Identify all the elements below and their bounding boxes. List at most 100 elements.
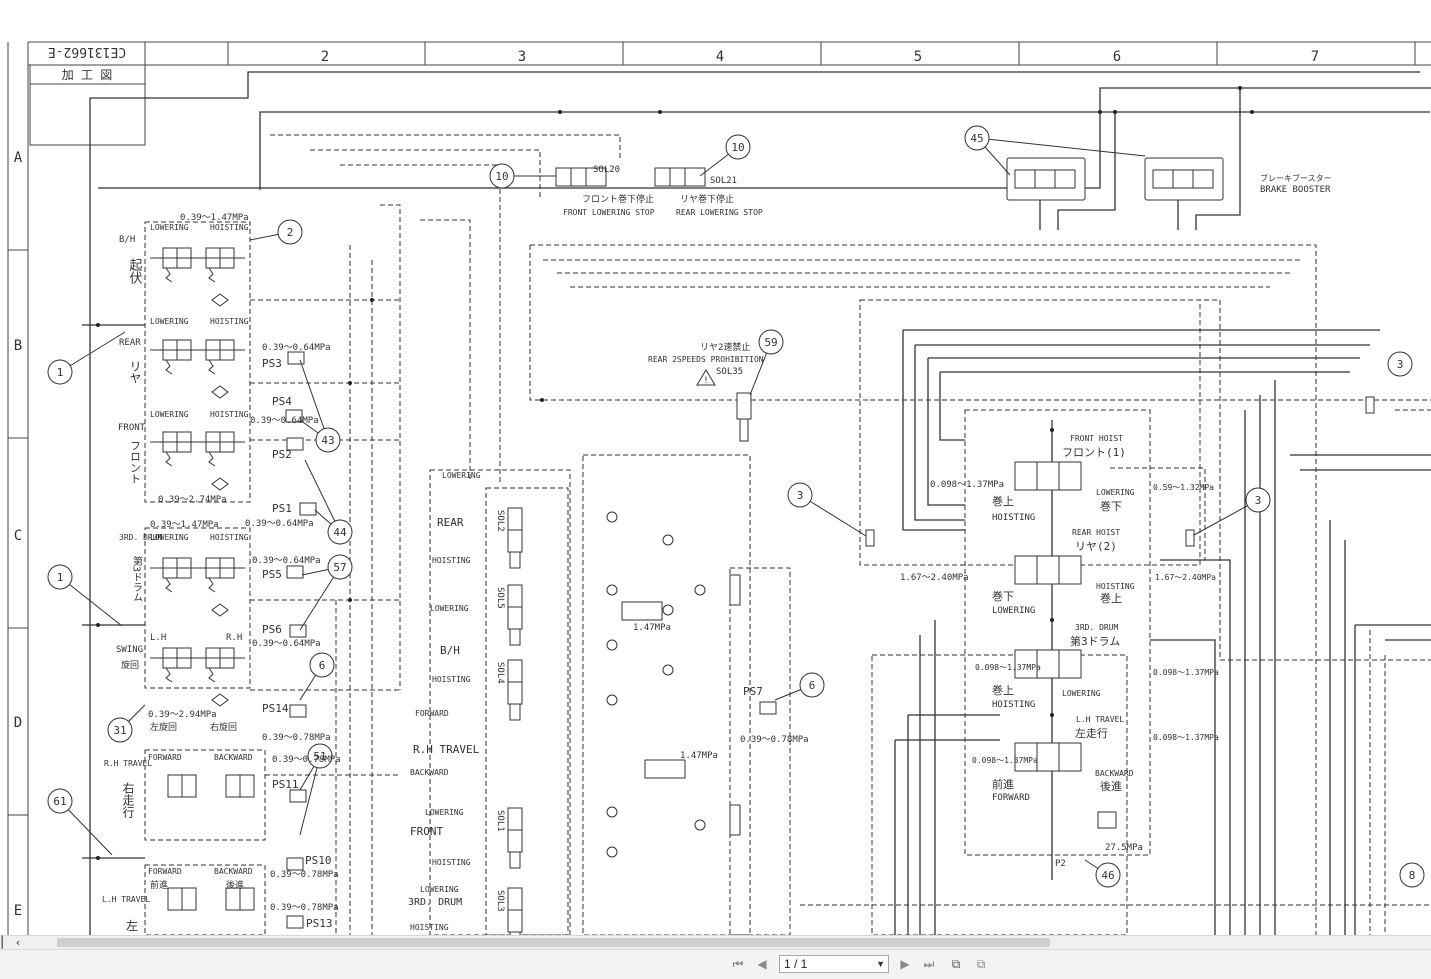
forward-label-3: FORWARD <box>992 793 1030 803</box>
ps14-label: PS14 <box>262 702 289 715</box>
spring <box>165 267 173 283</box>
scroll-left-edge-icon[interactable]: ▏ <box>1 936 11 949</box>
p064-label-5: 0.39～0.64MPa <box>252 639 321 649</box>
callout-number: 57 <box>333 561 346 574</box>
callout-circle <box>725 134 751 160</box>
check-valve <box>606 511 618 523</box>
rear2-jp-label: リヤ2速禁止 <box>700 341 750 353</box>
sol35-label: SOL35 <box>716 367 743 377</box>
row-marker: B <box>14 338 22 354</box>
callout-circle <box>1399 862 1425 888</box>
next-page-icon[interactable]: ▶ <box>900 957 910 971</box>
ps3-label: PS3 <box>262 357 282 370</box>
solenoid-label: SOL5 <box>495 587 505 609</box>
callout-circle <box>107 717 133 743</box>
callout-leader <box>59 331 126 373</box>
callout-circle <box>489 163 515 189</box>
p147-label: 0.39～1.47MPa <box>180 213 249 223</box>
column-marker: 3 <box>518 49 526 65</box>
solenoid-label: SOL1 <box>495 810 505 832</box>
p078-label-3: 0.39～0.78MPa <box>270 870 339 880</box>
bwd-jp-label: 後進 <box>226 879 244 891</box>
solenoid-label: SOL3 <box>495 890 505 912</box>
front-hoist-label: FRONT HOIST <box>1070 434 1123 443</box>
pressure-switch <box>289 704 307 718</box>
page-number-select[interactable]: 1 / 1 ▼ <box>779 955 889 973</box>
p064-label-2: 0.39～0.64MPa <box>250 416 319 426</box>
lh-travel2-jp: 左走行 <box>1075 727 1108 740</box>
callout-number: 44 <box>333 526 347 539</box>
shuttle-valve <box>211 293 229 307</box>
lowering-label-2: LOWERING <box>150 317 189 326</box>
hoisting-label-2: HOISTING <box>210 317 249 326</box>
pressure-switch <box>285 409 303 423</box>
check-valve <box>606 584 618 596</box>
solenoid-valve <box>507 681 523 705</box>
p275-label: 27.5MPa <box>1105 843 1143 853</box>
p274-label: 0.39～2.74MPa <box>158 495 227 505</box>
row-marker: D <box>14 715 22 731</box>
drum3-block-label: 3RD. DRUM <box>408 897 462 908</box>
pressure-switch <box>289 624 307 638</box>
callout-circle <box>307 743 333 769</box>
hoisting-label-7: HOISTING <box>992 700 1035 710</box>
p240-label-1: 1.67～2.40MPa <box>900 573 969 583</box>
junction-dot <box>96 856 100 860</box>
spring <box>208 667 216 683</box>
swing-jp-label: 旋回 <box>121 659 139 671</box>
page-number-value: 1 / 1 <box>784 957 808 971</box>
ps6-label: PS6 <box>262 623 282 636</box>
junction-dot <box>658 110 662 114</box>
prev-page-icon[interactable]: ◀ <box>757 957 767 971</box>
callout-circle <box>277 219 303 245</box>
fit-page-icon[interactable]: ⧉ <box>951 957 961 971</box>
brake-jp-label: ブレーキブースター <box>1260 173 1332 183</box>
spring <box>208 451 216 467</box>
spring <box>165 451 173 467</box>
callout-number: 3 <box>1255 494 1262 507</box>
callout-circle <box>315 427 341 453</box>
callout-number: 45 <box>970 132 983 145</box>
solenoid-coil <box>509 931 521 935</box>
check-valve <box>694 819 706 831</box>
callout-circle <box>787 482 813 508</box>
scroll-left-icon[interactable]: ‹ <box>15 936 21 949</box>
brake-label: BRAKE BOOSTER <box>1260 185 1331 195</box>
p078-label-1: 0.39～0.78MPa <box>262 733 331 743</box>
p064-label-3: 0.39～0.64MPa <box>245 519 314 529</box>
callout-leader <box>976 137 1146 157</box>
callout-leader <box>304 459 341 533</box>
left-turn-label: 左旋回 <box>150 721 177 733</box>
rear-jp-label: リヤ <box>128 360 142 384</box>
callout-circle <box>758 329 784 355</box>
scrollbar-thumb[interactable] <box>57 938 1050 947</box>
solenoid-coil <box>509 628 521 646</box>
lowering-label-5: LOWERING <box>1096 488 1135 497</box>
rear-hoist-label: REAR HOIST <box>1072 528 1120 537</box>
horizontal-scrollbar[interactable]: ▏ ‹ <box>0 935 1431 950</box>
front-stop-label: FRONT LOWERING STOP <box>563 208 655 217</box>
column-marker: 2 <box>321 49 329 65</box>
fit-width-icon[interactable]: ⧉ <box>976 957 986 971</box>
forward-block: FORWARD <box>415 709 449 718</box>
first-page-icon[interactable]: ⏮ <box>732 957 744 971</box>
solenoid-valve <box>507 584 523 608</box>
column-marker: 4 <box>716 49 724 65</box>
callout-number: 46 <box>1101 869 1114 882</box>
fwd-jp-label-2: 前進 <box>992 777 1014 791</box>
shuttle-valve <box>211 693 229 707</box>
junction-dot <box>348 598 352 602</box>
right-turn-label: 右旋回 <box>210 721 237 733</box>
p147b-label-1: 1.47MPa <box>633 623 671 633</box>
drawing-number: CE131662-E <box>48 44 126 59</box>
check-valve <box>662 604 674 616</box>
bh-block-label: B/H <box>440 644 460 657</box>
column-marker: 6 <box>1113 49 1121 65</box>
last-page-icon[interactable]: ⏭ <box>923 957 935 971</box>
rh-label: R.H <box>226 633 242 643</box>
hoisting-block-2: HOISTING <box>432 675 471 684</box>
callout-circle <box>47 564 73 590</box>
fwd-jp-label: 前進 <box>150 879 168 891</box>
front-hoist-jp: フロント(1) <box>1062 446 1126 459</box>
p078-label-4: 0.39～0.78MPa <box>270 903 339 913</box>
